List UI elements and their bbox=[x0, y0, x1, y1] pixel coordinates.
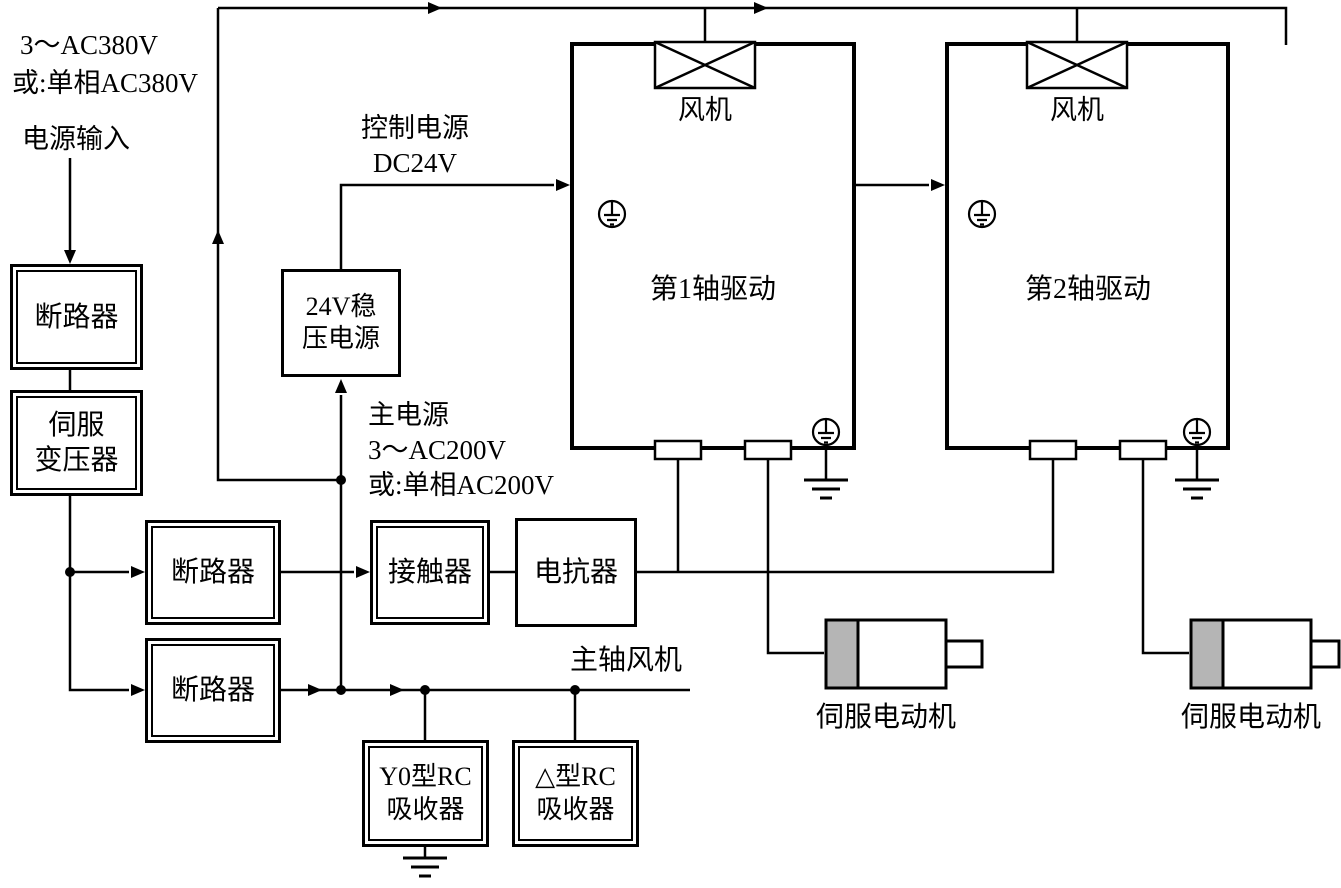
reactor-box: 电抗器 bbox=[515, 518, 637, 627]
wire-top-fan-bus bbox=[218, 6, 1288, 45]
arrow-control-into-axis2 bbox=[931, 179, 945, 191]
arrow-spindle-1 bbox=[308, 684, 322, 696]
spindle-fan-label: 主轴风机 bbox=[569, 644, 682, 676]
wire-fan-riser bbox=[216, 8, 341, 482]
axis1-earth-icon bbox=[804, 478, 848, 500]
wire-axis2-motor bbox=[1141, 450, 1189, 655]
arrow-into-drive-breaker bbox=[131, 566, 145, 578]
axis1-motor-graphic bbox=[824, 618, 984, 690]
arrow-into-psu bbox=[335, 379, 347, 393]
wire-transformer-bus bbox=[68, 496, 129, 692]
breaker-drive-label: 断路器 bbox=[170, 557, 255, 588]
reactor-label: 电抗器 bbox=[533, 557, 618, 588]
rc-absorber-delta-box: △型RC 吸收器 bbox=[512, 740, 639, 847]
breaker-drive-box: 断路器 bbox=[145, 520, 281, 625]
control-power-label: 控制电源 DC24V bbox=[361, 112, 469, 178]
wire-control-power bbox=[339, 183, 554, 269]
wire-axis1-motor bbox=[766, 450, 824, 655]
rc-absorber-delta-label: △型RC 吸收器 bbox=[535, 762, 616, 824]
junction-dots bbox=[65, 475, 580, 695]
axis2-motor-graphic bbox=[1189, 618, 1341, 690]
axis2-drive-box bbox=[945, 42, 1230, 450]
breaker-control-label: 断路器 bbox=[170, 675, 255, 706]
servo-transformer-label: 伺服 变压器 bbox=[34, 410, 119, 476]
rc-earth-icon bbox=[403, 856, 447, 878]
breaker-main-box: 断路器 bbox=[10, 264, 143, 370]
arrow-topbus-2 bbox=[754, 2, 768, 14]
psu-24v-label: 24V稳 压电源 bbox=[301, 291, 380, 354]
arrow-into-control-breaker bbox=[131, 684, 145, 696]
contactor-label: 接触器 bbox=[387, 557, 472, 588]
junction-rc-y0 bbox=[420, 685, 430, 695]
axis1-motor-label: 伺服电动机 bbox=[815, 701, 956, 733]
axis1-drive-box bbox=[570, 42, 856, 450]
arrow-spindle-2 bbox=[390, 684, 404, 696]
arrow-topbus-1 bbox=[428, 2, 442, 14]
junction-transformer-branch bbox=[65, 567, 75, 577]
axis1-fan-label: 风机 bbox=[678, 95, 732, 126]
axis2-drive-label: 第2轴驱动 bbox=[1024, 273, 1151, 305]
rc-absorber-y0-box: Y0型RC 吸收器 bbox=[362, 740, 489, 847]
power-input-label: 电源输入 bbox=[22, 124, 130, 154]
source-voltage-line2: 或:单相AC380V bbox=[12, 68, 199, 98]
source-voltage-line1: 3～AC380V bbox=[20, 30, 159, 60]
axis1-drive-label: 第1轴驱动 bbox=[649, 273, 776, 305]
breaker-main-label: 断路器 bbox=[34, 301, 119, 333]
arrow-into-contactor bbox=[356, 566, 370, 578]
rc-absorber-y0-label: Y0型RC 吸收器 bbox=[379, 762, 472, 824]
junction-rc-delta bbox=[570, 685, 580, 695]
junction-fan-riser bbox=[336, 475, 346, 485]
servo-transformer-box: 伺服 变压器 bbox=[10, 390, 143, 496]
axis2-motor-label: 伺服电动机 bbox=[1180, 701, 1321, 733]
breaker-control-box: 断路器 bbox=[145, 638, 281, 743]
arrow-source-down bbox=[64, 250, 76, 264]
arrow-riser-up bbox=[212, 230, 224, 244]
main-power-label: 主电源 3～AC200V 或:单相AC200V bbox=[368, 400, 555, 501]
axis2-fan-label: 风机 bbox=[1050, 95, 1104, 126]
arrow-control-into-axis1 bbox=[556, 179, 570, 191]
wire-main-power-bus bbox=[637, 450, 1055, 574]
contactor-box: 接触器 bbox=[370, 520, 490, 625]
psu-24v-box: 24V稳 压电源 bbox=[281, 269, 401, 377]
junction-psu-feed bbox=[336, 685, 346, 695]
axis2-earth-icon bbox=[1175, 478, 1219, 500]
servo-motors bbox=[824, 618, 1341, 690]
